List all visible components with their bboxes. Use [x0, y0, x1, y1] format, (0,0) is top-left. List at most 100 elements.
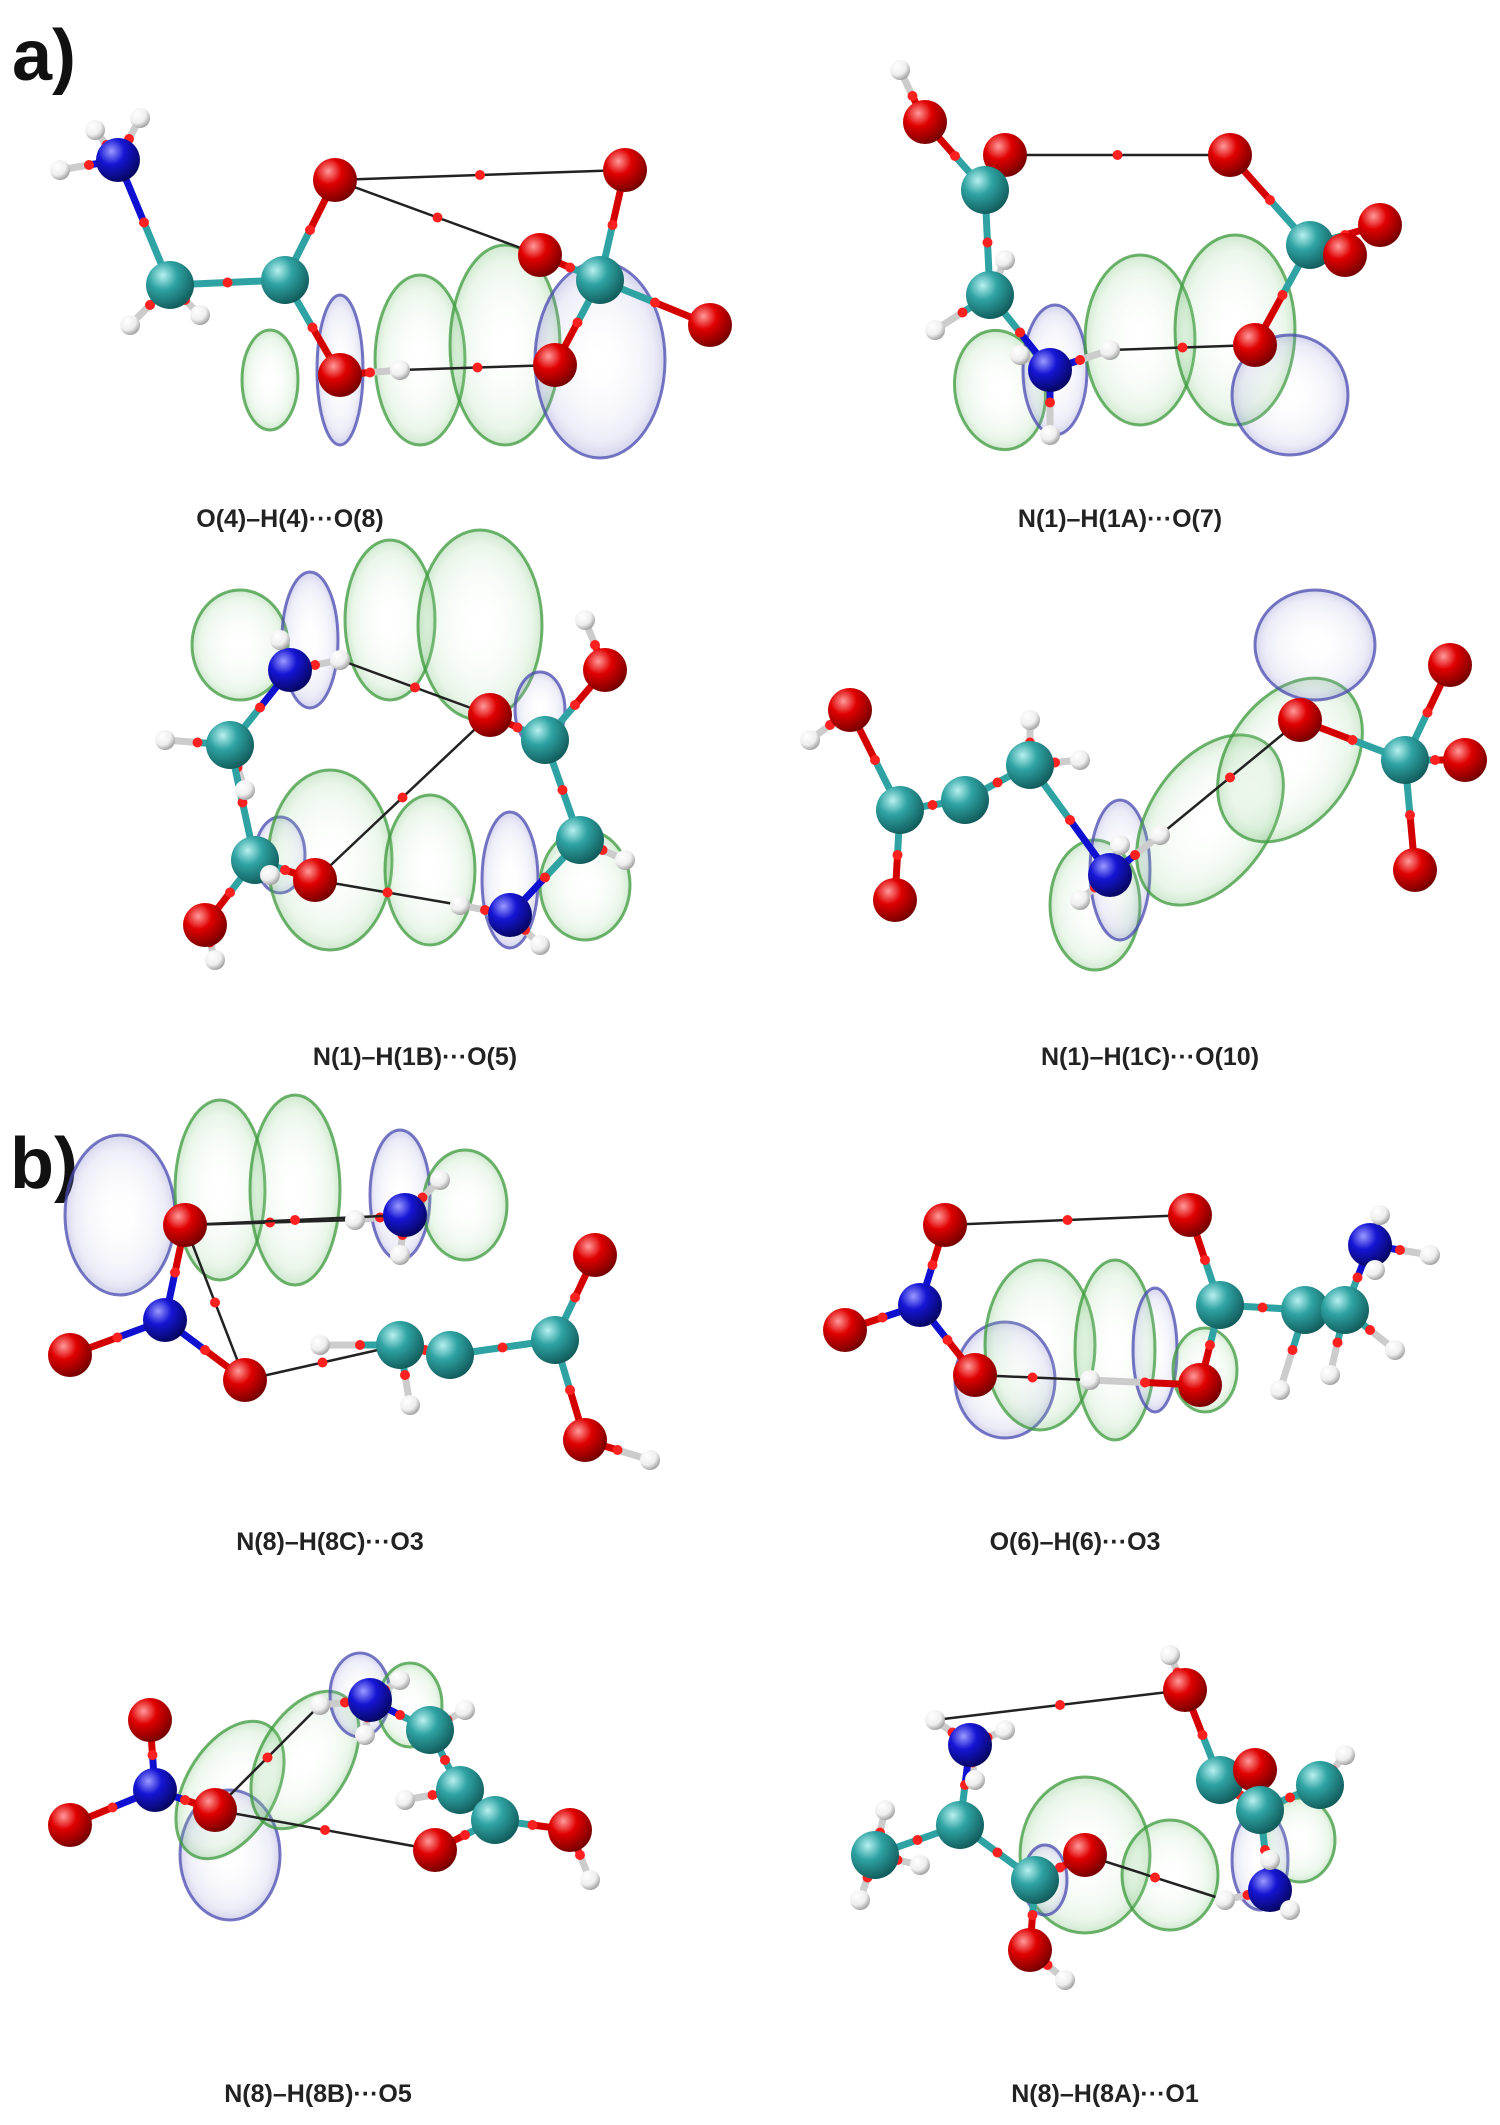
- carbon-atom: [556, 816, 604, 864]
- orbital-lobe-positive: [248, 1093, 342, 1287]
- bond-critical-point: [612, 1445, 623, 1455]
- oxygen-atom: [583, 648, 627, 692]
- carbon-atom: [436, 1766, 484, 1814]
- carbon-atom: [1281, 1286, 1329, 1334]
- hydrogen-atom: [800, 730, 820, 750]
- orbital-lobe-positive: [383, 793, 477, 947]
- oxygen-atom: [48, 1803, 92, 1847]
- oxygen-atom: [1358, 203, 1402, 247]
- oxygen-atom: [1278, 698, 1322, 742]
- hydrogen-atom: [925, 320, 945, 340]
- hydrogen-atom: [155, 730, 175, 750]
- bond-critical-point: [1205, 1340, 1215, 1350]
- bond-critical-point: [1265, 195, 1275, 205]
- hydrogen-atom: [640, 1450, 660, 1470]
- hydrogen-atom: [390, 360, 410, 380]
- nitrogen-atom: [898, 1283, 942, 1327]
- nitrogen-atom: [268, 648, 312, 692]
- bond-critical-point: [310, 660, 320, 670]
- carbon-atom: [146, 261, 194, 309]
- nitrogen-atom: [143, 1298, 187, 1342]
- bond-critical-point: [957, 307, 968, 318]
- bond-critical-point: [139, 217, 149, 228]
- carbon-atom: [1286, 221, 1334, 269]
- caption-b4: N(8)–H(8A)···O1: [1011, 2080, 1199, 2108]
- oxygen-atom: [688, 303, 732, 347]
- bond-critical-point: [1150, 1872, 1160, 1883]
- nitrogen-atom: [1348, 1223, 1392, 1267]
- oxygen-atom: [313, 158, 357, 202]
- bond-critical-point: [1277, 290, 1288, 300]
- carbon-atom: [851, 1831, 899, 1879]
- bond-critical-point: [1055, 1862, 1065, 1873]
- oxygen-atom: [828, 688, 872, 732]
- bond-critical-point: [1430, 755, 1440, 765]
- bond-critical-point: [1395, 1245, 1405, 1255]
- orbital-lobe-positive: [240, 328, 300, 432]
- carbon-atom: [471, 1796, 519, 1844]
- bond-critical-point: [1405, 810, 1415, 820]
- hydrogen-atom: [85, 120, 105, 140]
- carbon-atom: [876, 786, 924, 834]
- bond-critical-point: [1140, 1377, 1150, 1388]
- bond-critical-point: [877, 1312, 888, 1323]
- oxygen-atom: [873, 878, 917, 922]
- bond-critical-point: [427, 1790, 438, 1800]
- bond-critical-point: [540, 872, 550, 883]
- hydrogen-atom: [1010, 345, 1030, 365]
- carbon-atom: [531, 1316, 579, 1364]
- bond-critical-point: [1365, 1325, 1375, 1335]
- hydrogen-atom: [130, 108, 150, 128]
- oxygen-atom: [1233, 323, 1277, 367]
- oxygen-atom: [318, 353, 362, 397]
- hydrogen-atom: [995, 1720, 1015, 1740]
- bond-critical-point: [170, 1267, 180, 1278]
- carbon-atom: [941, 776, 989, 824]
- bond-critical-point: [1130, 850, 1140, 860]
- bond-critical-point: [480, 905, 490, 915]
- carbon-atom: [966, 271, 1014, 319]
- bond-critical-point: [262, 1752, 273, 1763]
- bond-critical-point: [1065, 815, 1075, 825]
- carbon-atom: [1011, 1856, 1059, 1904]
- bond-critical-point: [992, 777, 1003, 788]
- bond-critical-point: [1225, 772, 1235, 783]
- hydrogen-atom: [235, 780, 255, 800]
- oxygen-atom: [1428, 643, 1472, 687]
- hydrogen-atom: [345, 1210, 365, 1230]
- bond-critical-point: [1027, 1910, 1038, 1920]
- carbon-atom: [261, 256, 309, 304]
- nitrogen-atom: [348, 1678, 392, 1722]
- bond-critical-point: [400, 1370, 410, 1380]
- bond-critical-point: [432, 212, 443, 223]
- bond-critical-point: [1027, 1372, 1038, 1383]
- bond-critical-point: [1257, 1302, 1268, 1313]
- oxygen-atom: [1063, 1833, 1107, 1877]
- hydrogen-atom: [330, 650, 350, 670]
- bond-critical-point: [1332, 1337, 1343, 1348]
- orbital-lobe-positive: [266, 768, 394, 952]
- hydrogen-atom: [850, 1890, 870, 1910]
- bond-critical-point: [475, 170, 485, 180]
- bond-critical-point: [1055, 1700, 1065, 1710]
- bond-critical-point: [575, 1850, 585, 1860]
- oxygen-atom: [413, 1828, 457, 1872]
- carbon-atom: [1381, 736, 1429, 784]
- hydrogen-atom: [1020, 710, 1040, 730]
- oxygen-atom: [923, 1203, 967, 1247]
- bond-critical-point: [950, 151, 960, 161]
- bond-critical-point: [255, 702, 265, 713]
- carbon-atom: [206, 721, 254, 769]
- bond-critical-point: [1075, 355, 1085, 365]
- hydrogen-atom: [205, 950, 225, 970]
- bond-critical-point: [557, 785, 568, 795]
- nitrogen-atom: [133, 1768, 177, 1812]
- orbital-lobe-positive: [421, 1148, 509, 1262]
- bond-critical-point: [1197, 1730, 1208, 1740]
- bond-critical-point: [927, 800, 938, 810]
- hydrogen-atom: [965, 1770, 985, 1790]
- hydrogen-atom: [1055, 1970, 1075, 1990]
- hydrogen-atom: [575, 610, 595, 630]
- bond-critical-point: [1422, 707, 1433, 718]
- oxygen-atom: [983, 133, 1027, 177]
